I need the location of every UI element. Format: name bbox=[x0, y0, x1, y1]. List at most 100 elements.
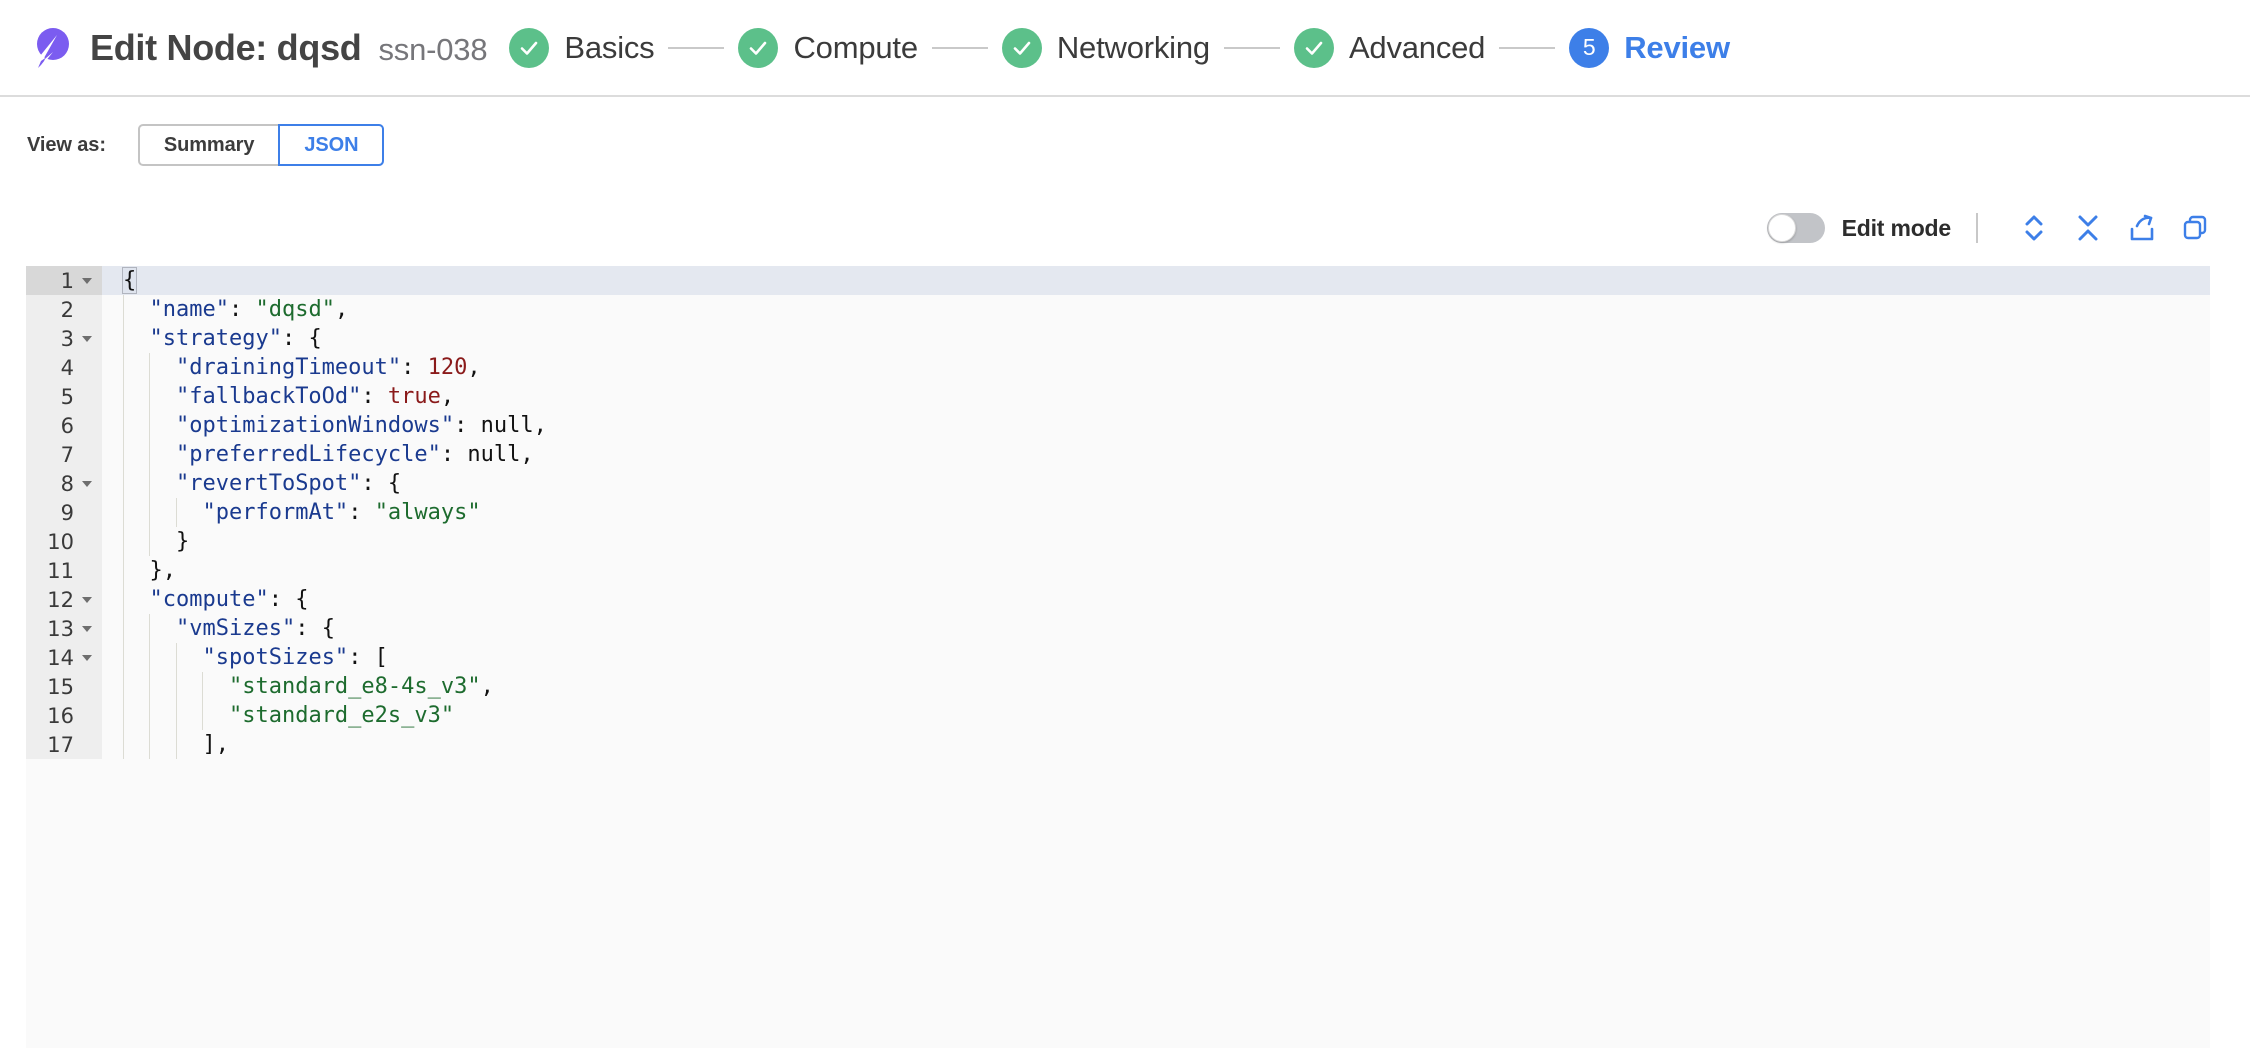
code-line[interactable]: 10 } bbox=[26, 527, 2210, 556]
indent-guide bbox=[123, 672, 124, 701]
code-text[interactable]: "strategy": { bbox=[102, 324, 2210, 353]
indent-guide bbox=[149, 353, 151, 382]
indent-guide bbox=[123, 382, 124, 411]
code-text[interactable]: "fallbackToOd": true, bbox=[102, 382, 2210, 411]
indent-guide bbox=[123, 585, 124, 614]
code-line[interactable]: 16 "standard_e2s_v3" bbox=[26, 701, 2210, 730]
page-title: Edit Node: dqsd bbox=[90, 26, 362, 68]
code-text[interactable]: "optimizationWindows": null, bbox=[102, 411, 2210, 440]
json-editor[interactable]: 1{2 "name": "dqsd",3 "strategy": {4 "dra… bbox=[26, 266, 2210, 1048]
step-advanced[interactable]: Advanced bbox=[1293, 27, 1486, 68]
line-number: 4 bbox=[60, 355, 74, 380]
node-id-subtitle: ssn-038 bbox=[378, 31, 488, 67]
code-text[interactable]: { bbox=[102, 266, 2210, 295]
code-line[interactable]: 1{ bbox=[26, 266, 2210, 295]
code-text[interactable]: "standard_e2s_v3" bbox=[102, 701, 2210, 730]
step-connector-1 bbox=[668, 46, 725, 49]
code-line[interactable]: 3 "strategy": { bbox=[26, 324, 2210, 353]
indent-guide bbox=[123, 701, 124, 730]
code-line[interactable]: 11 }, bbox=[26, 556, 2210, 585]
code-token: "standard_e8-4s_v3" bbox=[228, 674, 481, 699]
code-text[interactable]: } bbox=[102, 527, 2210, 556]
editor-toolbar: Edit mode bbox=[0, 206, 2250, 250]
code-token: "fallbackToOd" bbox=[175, 384, 362, 409]
code-text[interactable]: "preferredLifecycle": null, bbox=[102, 440, 2210, 469]
indent-guide bbox=[123, 556, 124, 585]
line-number: 3 bbox=[60, 326, 74, 351]
expand-all-icon[interactable] bbox=[2014, 211, 2054, 245]
step-networking[interactable]: Networking bbox=[1001, 27, 1210, 68]
line-number-gutter: 10 bbox=[26, 527, 102, 556]
code-text[interactable]: "performAt": "always" bbox=[102, 498, 2210, 527]
fold-arrow-icon[interactable] bbox=[77, 335, 97, 342]
code-indent bbox=[123, 587, 150, 612]
indent-guide bbox=[123, 498, 124, 527]
json-editor-body[interactable]: 1{2 "name": "dqsd",3 "strategy": {4 "dra… bbox=[26, 266, 2210, 759]
code-text[interactable]: ], bbox=[102, 730, 2210, 759]
indent-guide bbox=[123, 527, 124, 556]
code-line[interactable]: 15 "standard_e8-4s_v3", bbox=[26, 672, 2210, 701]
code-line[interactable]: 12 "compute": { bbox=[26, 585, 2210, 614]
indent-guide bbox=[149, 440, 151, 469]
toolbar-divider bbox=[1976, 213, 1978, 243]
copy-icon[interactable] bbox=[2176, 211, 2216, 245]
view-as-summary-button[interactable]: Summary bbox=[137, 124, 279, 166]
code-token: , bbox=[480, 674, 494, 699]
code-token: : null, bbox=[454, 413, 547, 438]
fold-arrow-icon[interactable] bbox=[77, 480, 97, 487]
export-icon[interactable] bbox=[2122, 211, 2162, 245]
code-line[interactable]: 5 "fallbackToOd": true, bbox=[26, 382, 2210, 411]
indent-guide bbox=[149, 411, 151, 440]
code-line[interactable]: 17 ], bbox=[26, 730, 2210, 759]
line-number: 16 bbox=[47, 703, 74, 728]
view-as-json-button[interactable]: JSON bbox=[278, 124, 385, 166]
step-advanced-check-icon bbox=[1293, 27, 1334, 68]
indent-guide bbox=[123, 469, 124, 498]
code-text[interactable]: }, bbox=[102, 556, 2210, 585]
code-text[interactable]: "compute": { bbox=[102, 585, 2210, 614]
code-token: { bbox=[121, 267, 138, 294]
indent-guide bbox=[149, 498, 151, 527]
code-token: : { bbox=[295, 616, 335, 641]
code-token: 120 bbox=[427, 355, 468, 380]
code-line[interactable]: 9 "performAt": "always" bbox=[26, 498, 2210, 527]
code-line[interactable]: 6 "optimizationWindows": null, bbox=[26, 411, 2210, 440]
step-compute[interactable]: Compute bbox=[738, 27, 918, 68]
step-review[interactable]: 5 Review bbox=[1569, 27, 1730, 68]
line-number: 17 bbox=[47, 732, 74, 757]
code-text[interactable]: "spotSizes": [ bbox=[102, 643, 2210, 672]
line-number: 2 bbox=[60, 297, 74, 322]
code-text[interactable]: "vmSizes": { bbox=[102, 614, 2210, 643]
fold-arrow-icon[interactable] bbox=[77, 625, 97, 632]
fold-arrow-icon[interactable] bbox=[77, 654, 97, 661]
code-text[interactable]: "name": "dqsd", bbox=[102, 295, 2210, 324]
indent-guide bbox=[149, 382, 151, 411]
edit-mode-toggle[interactable] bbox=[1766, 213, 1825, 243]
step-connector-2 bbox=[931, 46, 988, 49]
code-line[interactable]: 14 "spotSizes": [ bbox=[26, 643, 2210, 672]
code-line[interactable]: 7 "preferredLifecycle": null, bbox=[26, 440, 2210, 469]
line-number-gutter: 8 bbox=[26, 469, 102, 498]
code-line[interactable]: 13 "vmSizes": { bbox=[26, 614, 2210, 643]
fold-arrow-icon[interactable] bbox=[77, 277, 97, 284]
line-number: 10 bbox=[47, 529, 74, 554]
step-review-badge: 5 bbox=[1569, 27, 1610, 68]
collapse-all-icon[interactable] bbox=[2068, 211, 2108, 245]
code-text[interactable]: "drainingTimeout": 120, bbox=[102, 353, 2210, 382]
step-review-number: 5 bbox=[1582, 34, 1596, 60]
fold-arrow-icon[interactable] bbox=[77, 596, 97, 603]
line-number-gutter: 14 bbox=[26, 643, 102, 672]
step-compute-check-icon bbox=[738, 27, 779, 68]
line-number: 15 bbox=[47, 674, 74, 699]
code-token: : bbox=[361, 384, 388, 409]
code-line[interactable]: 2 "name": "dqsd", bbox=[26, 295, 2210, 324]
line-number-gutter: 6 bbox=[26, 411, 102, 440]
code-text[interactable]: "revertToSpot": { bbox=[102, 469, 2210, 498]
line-number-gutter: 1 bbox=[26, 266, 102, 295]
step-basics[interactable]: Basics bbox=[509, 27, 655, 68]
code-line[interactable]: 4 "drainingTimeout": 120, bbox=[26, 353, 2210, 382]
code-text[interactable]: "standard_e8-4s_v3", bbox=[102, 672, 2210, 701]
code-line[interactable]: 8 "revertToSpot": { bbox=[26, 469, 2210, 498]
step-advanced-label: Advanced bbox=[1348, 29, 1486, 65]
edit-mode-label: Edit mode bbox=[1841, 214, 1952, 241]
